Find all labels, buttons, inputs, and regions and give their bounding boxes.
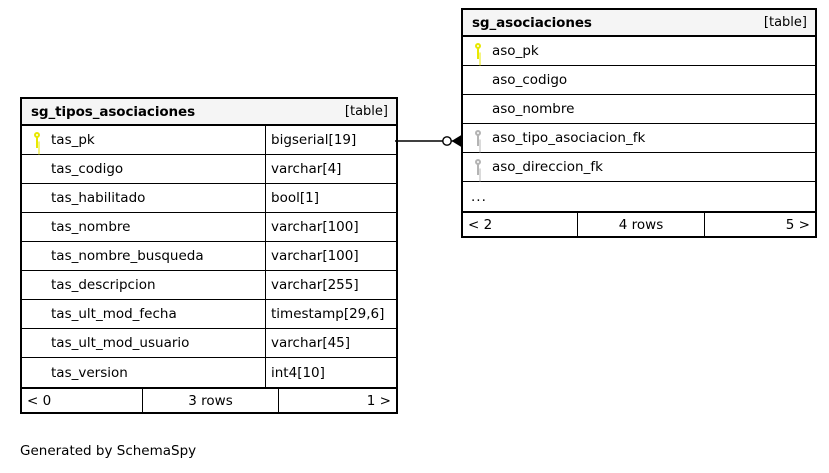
generated-by-caption: Generated by SchemaSpy (20, 443, 197, 459)
row-count: 3 rows (142, 389, 279, 412)
table-row[interactable]: aso_pk (463, 37, 815, 66)
table-row[interactable]: aso_nombre (463, 95, 815, 124)
table-row[interactable]: tas_nombre_busqueda varchar[100] (22, 242, 396, 271)
column-name: aso_codigo (492, 72, 568, 88)
column-name: aso_nombre (492, 101, 575, 117)
column-name-cell: aso_pk (463, 37, 815, 65)
children-count[interactable]: 5 > (785, 216, 810, 233)
column-name-cell: tas_nombre_busqueda (22, 242, 265, 270)
table-row[interactable]: tas_version int4[10] (22, 358, 396, 387)
column-type: varchar[100] (265, 213, 396, 241)
table-footer: < 0 3 rows 1 > (22, 387, 396, 412)
table-sg-asociaciones[interactable]: sg_asociaciones [table] aso_pk aso_codig… (461, 8, 817, 238)
column-type: varchar[45] (265, 329, 396, 357)
column-name: tas_pk (51, 132, 95, 148)
column-name-cell: tas_habilitado (22, 184, 265, 212)
row-count: 4 rows (577, 213, 705, 236)
relationship-connector[interactable] (395, 126, 465, 158)
column-name: tas_habilitado (51, 190, 146, 206)
table-row[interactable]: aso_tipo_asociacion_fk (463, 124, 815, 153)
column-name-cell: ... (463, 182, 815, 211)
table-title[interactable]: sg_tipos_asociaciones (31, 103, 196, 120)
table-footer: < 2 4 rows 5 > (463, 211, 815, 236)
column-name-cell: tas_version (22, 358, 265, 387)
optionality-circle-icon (442, 136, 452, 146)
column-name-cell: aso_tipo_asociacion_fk (463, 124, 815, 152)
column-type: bigserial[19] (265, 126, 396, 154)
table-row[interactable]: tas_ult_mod_fecha timestamp[29,6] (22, 300, 396, 329)
column-name: aso_tipo_asociacion_fk (492, 130, 646, 146)
table-row[interactable]: aso_direccion_fk (463, 153, 815, 182)
column-list: aso_pk aso_codigo aso_nombre aso_tipo_as… (463, 37, 815, 211)
column-type: bool[1] (265, 184, 396, 212)
column-list: tas_pk bigserial[19] tas_codigo varchar[… (22, 126, 396, 387)
more-columns-row[interactable]: ... (463, 182, 815, 211)
column-name-cell: tas_descripcion (22, 271, 265, 299)
column-name: tas_version (51, 364, 128, 381)
column-name: aso_pk (492, 43, 539, 59)
table-row[interactable]: aso_codigo (463, 66, 815, 95)
column-name-cell: tas_pk (22, 126, 265, 154)
primary-key-icon (470, 43, 490, 59)
children-count[interactable]: 1 > (366, 392, 391, 409)
foreign-key-icon (470, 159, 490, 175)
column-name-cell: tas_nombre (22, 213, 265, 241)
column-name-cell: tas_ult_mod_usuario (22, 329, 265, 357)
parents-count[interactable]: < 2 (468, 216, 493, 233)
table-row[interactable]: tas_ult_mod_usuario varchar[45] (22, 329, 396, 358)
column-type: varchar[100] (265, 242, 396, 270)
column-name: tas_descripcion (51, 277, 156, 293)
column-name: tas_nombre (51, 219, 131, 235)
table-row[interactable]: tas_nombre varchar[100] (22, 213, 396, 242)
column-name: tas_nombre_busqueda (51, 248, 204, 264)
foreign-key-icon (470, 130, 490, 146)
parents-count[interactable]: < 0 (27, 392, 52, 409)
column-name-cell: aso_codigo (463, 66, 815, 94)
column-name: tas_ult_mod_fecha (51, 306, 177, 322)
table-row[interactable]: tas_codigo varchar[4] (22, 155, 396, 184)
table-row[interactable]: tas_descripcion varchar[255] (22, 271, 396, 300)
column-name-cell: aso_direccion_fk (463, 153, 815, 181)
table-kind-label: [table] (344, 104, 388, 119)
relationship-line-svg (395, 134, 463, 148)
column-type: varchar[4] (265, 155, 396, 183)
table-kind-label: [table] (763, 15, 807, 30)
column-type: int4[10] (265, 358, 396, 387)
table-sg-tipos-asociaciones[interactable]: sg_tipos_asociaciones [table] tas_pk big… (20, 97, 398, 414)
column-name-cell: aso_nombre (463, 95, 815, 123)
column-type: varchar[255] (265, 271, 396, 299)
table-row[interactable]: tas_habilitado bool[1] (22, 184, 396, 213)
column-name-cell: tas_ult_mod_fecha (22, 300, 265, 328)
column-type: timestamp[29,6] (265, 300, 396, 328)
ellipsis-label: ... (471, 188, 487, 205)
table-header: sg_tipos_asociaciones [table] (22, 99, 396, 126)
column-name: tas_codigo (51, 161, 124, 177)
table-header: sg_asociaciones [table] (463, 10, 815, 37)
column-name: aso_direccion_fk (492, 159, 603, 175)
table-title[interactable]: sg_asociaciones (472, 14, 592, 31)
column-name-cell: tas_codigo (22, 155, 265, 183)
primary-key-icon (29, 132, 49, 148)
column-name: tas_ult_mod_usuario (51, 335, 190, 351)
table-row[interactable]: tas_pk bigserial[19] (22, 126, 396, 155)
